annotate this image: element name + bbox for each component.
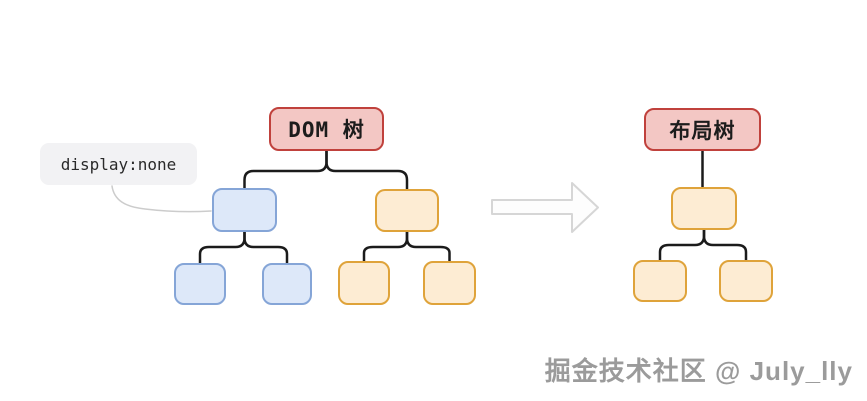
connector-domroot-left (243, 149, 328, 190)
dom-node-visible-child-2 (423, 261, 476, 305)
connector-domroot-right (325, 149, 409, 191)
layout-tree-root: 布局树 (644, 108, 761, 151)
display-none-label: display:none (60, 154, 177, 174)
connector-orangeparent-left (362, 230, 409, 263)
connector-blueparent-left (198, 230, 246, 265)
dom-node-hidden-parent (212, 188, 277, 232)
layout-node-child-1 (633, 260, 687, 302)
dom-node-hidden-child-2 (262, 263, 312, 305)
dom-node-visible-child-1 (338, 261, 390, 305)
dom-tree-root-label: DOM 树 (288, 118, 365, 142)
watermark: 掘金技术社区 @ July_lly (544, 356, 853, 386)
display-none-callout: display:none (40, 143, 197, 185)
layout-tree-root-label: 布局树 (669, 118, 736, 143)
layout-node-child-2 (719, 260, 773, 302)
connector-blueparent-right (243, 230, 289, 265)
arrow-right-icon (491, 182, 599, 233)
connector-orangeparent-right (405, 230, 451, 263)
dom-node-visible-parent (375, 189, 439, 232)
dom-tree-root: DOM 树 (269, 107, 384, 151)
layout-node-parent (671, 187, 737, 230)
annotation-leader-line (111, 185, 212, 213)
connector-layoutparent-right (702, 228, 748, 262)
dom-node-hidden-child-1 (174, 263, 226, 305)
connector-layoutparent-left (658, 228, 706, 262)
